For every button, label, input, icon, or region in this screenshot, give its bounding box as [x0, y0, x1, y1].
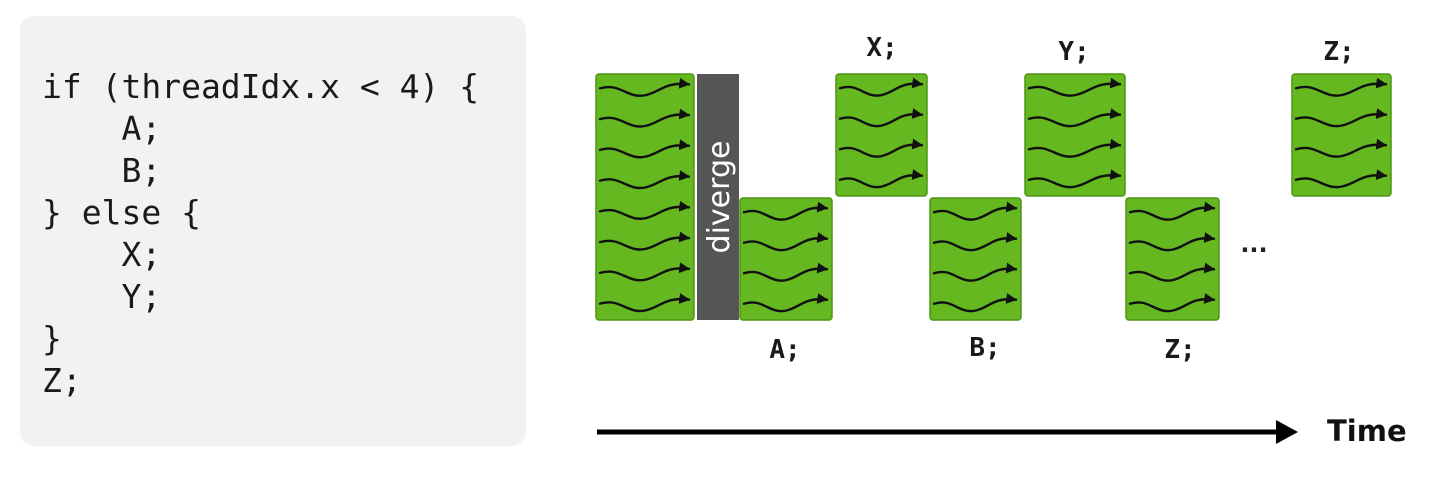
warp-block-b	[929, 197, 1022, 321]
code-line: Y;	[42, 277, 162, 316]
warp-block-z-upper	[1291, 73, 1392, 197]
code-panel: if (threadIdx.x < 4) { A; B; } else { X;…	[20, 16, 526, 446]
thread-arrow-icon	[1294, 169, 1388, 189]
thread-arrow-icon	[932, 293, 1018, 313]
thread-arrow-icon	[742, 201, 829, 221]
ellipsis: ...	[1240, 230, 1267, 258]
thread-arrow-icon	[598, 108, 691, 128]
block-label-x: X;	[866, 33, 897, 63]
code-line: A;	[42, 109, 162, 148]
thread-arrow-icon	[932, 262, 1018, 282]
thread-arrow-icon	[598, 170, 691, 190]
block-label-y: Y;	[1058, 37, 1089, 67]
thread-arrow-icon	[1027, 169, 1122, 189]
block-label-b: B;	[969, 333, 1000, 363]
thread-arrow-icon	[838, 138, 924, 158]
thread-arrow-icon	[1027, 108, 1122, 128]
warp-block-background	[835, 73, 928, 197]
code-line: if (threadIdx.x < 4) {	[42, 67, 480, 106]
thread-arrow-icon	[742, 293, 829, 313]
warp-block-background	[739, 197, 833, 321]
warp-block-background	[1125, 197, 1220, 321]
thread-arrow-icon	[742, 232, 829, 252]
thread-arrow-icon	[1294, 108, 1388, 128]
block-label-z-upper: Z;	[1323, 37, 1354, 67]
block-label-z-lower: Z;	[1164, 335, 1195, 365]
thread-arrow-icon	[1294, 77, 1388, 97]
warp-block-initial	[595, 73, 695, 321]
diverge-bar	[697, 74, 739, 320]
thread-arrow-icon	[932, 201, 1018, 221]
diverge-label: diverge	[702, 141, 737, 254]
thread-arrow-icon	[598, 200, 691, 220]
thread-arrow-icon	[1027, 138, 1122, 158]
thread-arrow-icon	[598, 77, 691, 97]
code-line: }	[42, 319, 62, 358]
time-label: Time	[1327, 414, 1407, 448]
thread-arrow-icon	[1128, 232, 1216, 252]
thread-arrow-icon	[1027, 77, 1122, 97]
thread-arrow-icon	[1294, 138, 1388, 158]
thread-arrow-icon	[838, 77, 924, 97]
warp-block-background	[595, 73, 695, 321]
time-axis-arrowhead	[1276, 420, 1298, 444]
warp-block-x	[835, 73, 928, 197]
code-line: } else {	[42, 193, 201, 232]
thread-arrow-icon	[1128, 262, 1216, 282]
warp-block-background	[1024, 73, 1126, 197]
thread-arrow-icon	[838, 108, 924, 128]
warp-block-a	[739, 197, 833, 321]
thread-arrow-icon	[598, 293, 691, 313]
warp-block-z-lower	[1125, 197, 1220, 321]
thread-arrow-icon	[598, 231, 691, 251]
thread-arrow-icon	[838, 169, 924, 189]
block-label-a: A;	[769, 335, 800, 365]
thread-arrow-icon	[932, 232, 1018, 252]
warp-block-y	[1024, 73, 1126, 197]
thread-arrow-icon	[1128, 293, 1216, 313]
code-line: X;	[42, 235, 162, 274]
thread-arrow-icon	[1128, 201, 1216, 221]
code-line: Z;	[42, 361, 82, 400]
thread-arrow-icon	[742, 262, 829, 282]
warp-block-background	[929, 197, 1022, 321]
thread-arrow-icon	[598, 262, 691, 282]
warp-block-background	[1291, 73, 1392, 197]
thread-arrow-icon	[598, 139, 691, 159]
code-line: B;	[42, 151, 162, 190]
